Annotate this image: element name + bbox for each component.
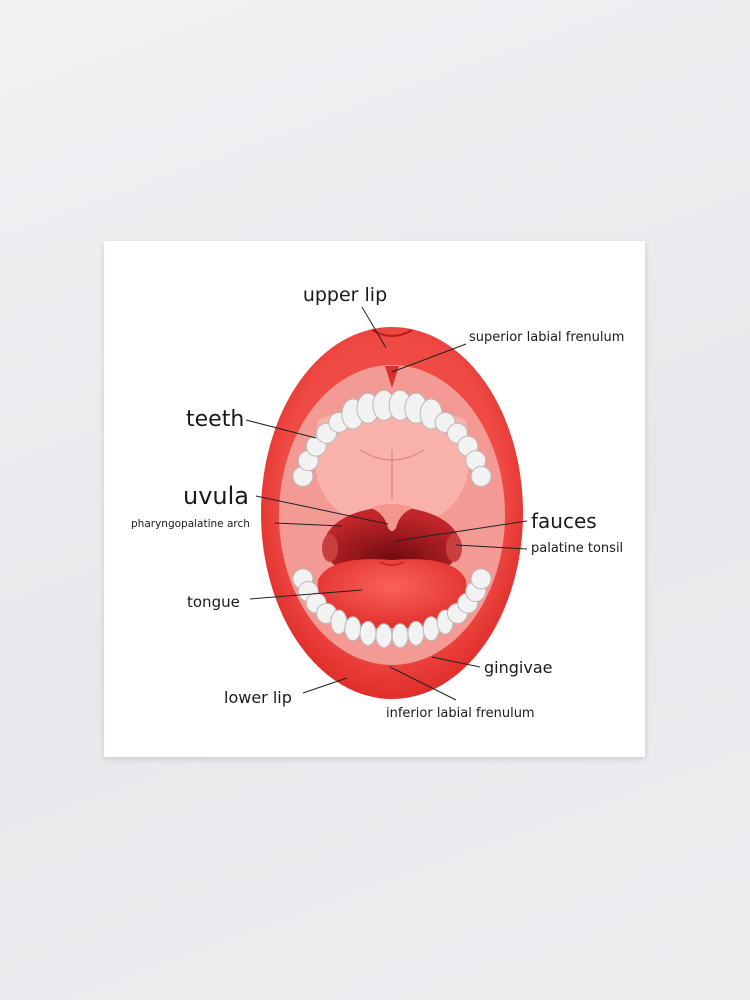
tooth bbox=[470, 465, 492, 487]
line-palatine-tonsil bbox=[455, 544, 528, 550]
label-pharyngopalatine-arch: pharyngopalatine arch bbox=[131, 518, 250, 530]
palate-raphe bbox=[359, 449, 425, 500]
label-lines bbox=[245, 306, 528, 701]
line-teeth bbox=[245, 419, 317, 439]
line-upper-lip bbox=[361, 306, 387, 349]
uvula bbox=[370, 504, 414, 531]
palatine-tonsil-right bbox=[446, 534, 462, 562]
label-teeth: teeth bbox=[186, 407, 244, 432]
label-lower-lip: lower lip bbox=[224, 688, 292, 707]
line-lower-lip bbox=[302, 677, 348, 694]
label-fauces: fauces bbox=[531, 509, 597, 533]
tooth bbox=[344, 616, 362, 642]
superior-labial-frenulum bbox=[385, 366, 399, 388]
tooth bbox=[391, 623, 409, 649]
label-palatine-tonsil: palatine tonsil bbox=[531, 541, 623, 556]
label-superior-labial-frenulum: superior labial frenulum bbox=[469, 330, 624, 345]
label-gingivae: gingivae bbox=[484, 658, 552, 677]
tongue-groove bbox=[379, 561, 405, 566]
line-fauces bbox=[394, 520, 528, 542]
tongue bbox=[317, 559, 467, 628]
line-inferior-labial-frenulum bbox=[389, 666, 457, 701]
label-tongue: tongue bbox=[187, 593, 240, 611]
teeth-group bbox=[292, 389, 492, 649]
line-superior-labial-frenulum bbox=[391, 343, 467, 373]
line-tongue bbox=[249, 589, 363, 600]
label-inferior-labial-frenulum: inferior labial frenulum bbox=[386, 706, 535, 721]
line-pharyngopalatine-arch bbox=[274, 522, 343, 527]
tooth bbox=[470, 568, 492, 590]
palatine-tonsil-left bbox=[322, 534, 338, 562]
line-uvula bbox=[255, 495, 389, 525]
tooth bbox=[359, 620, 377, 646]
label-upper-lip: upper lip bbox=[303, 284, 387, 306]
upper-lip-notch bbox=[371, 329, 413, 337]
tooth bbox=[407, 620, 425, 646]
label-uvula: uvula bbox=[183, 482, 249, 510]
tooth bbox=[375, 623, 393, 649]
line-gingivae bbox=[431, 656, 481, 668]
